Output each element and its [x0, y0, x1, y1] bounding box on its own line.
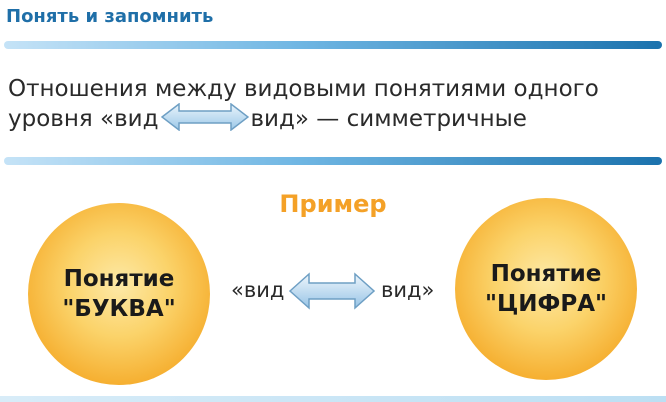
bottom-edge — [0, 396, 666, 402]
example-title: Пример — [279, 190, 387, 218]
statement-line-2: уровня «вид вид» — симметричные — [8, 102, 658, 134]
relation-word-right: вид» — [381, 278, 435, 302]
divider-top — [4, 41, 662, 49]
section-title: Понять и запомнить — [6, 6, 214, 27]
concept-label: Понятие — [490, 261, 602, 287]
statement-line-2-start: уровня «вид — [8, 106, 159, 132]
concept-name: "БУКВА" — [62, 296, 176, 322]
concept-circle-cifra: Понятие "ЦИФРА" — [455, 198, 637, 380]
double-arrow-icon — [160, 102, 249, 131]
statement-text: Отношения между видовыми понятиями одног… — [8, 74, 658, 134]
concept-name: "ЦИФРА" — [484, 291, 608, 317]
relation-word-left: «вид — [231, 278, 285, 302]
statement-line-2-end: вид» — симметричные — [250, 106, 527, 132]
statement-line-1: Отношения между видовыми понятиями одног… — [8, 76, 599, 102]
divider-bottom — [4, 157, 662, 165]
concept-label: Понятие — [63, 266, 175, 292]
concept-circle-bukva: Понятие "БУКВА" — [28, 203, 210, 385]
double-arrow-icon — [289, 272, 375, 310]
